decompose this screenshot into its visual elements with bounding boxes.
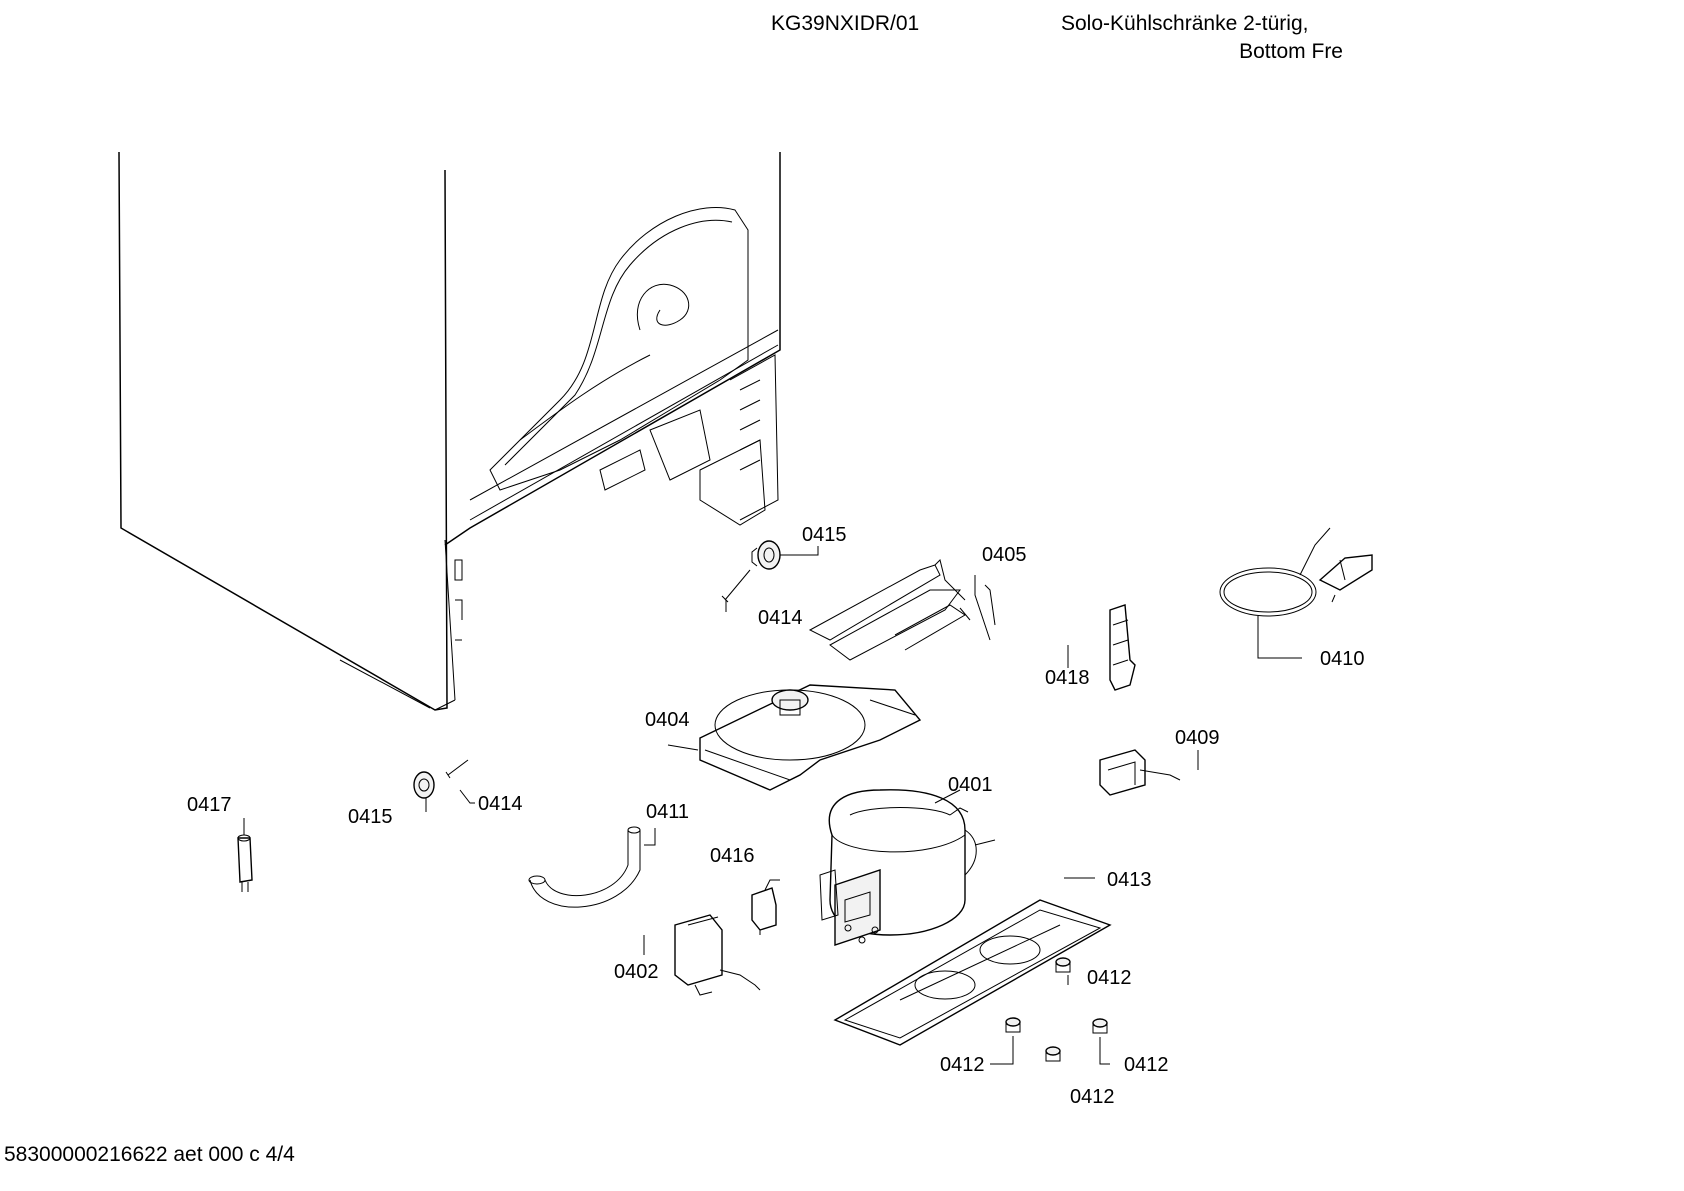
model-number: KG39NXIDR/01 <box>771 12 920 35</box>
appliance-subtitle: Bottom Fre <box>1239 40 1343 62</box>
grommet-upper <box>721 540 819 612</box>
callout-0409: 0409 <box>1175 727 1220 749</box>
callout-0412-b: 0412 <box>940 1054 985 1076</box>
control-module <box>643 914 761 996</box>
mounting-plate <box>833 877 1112 1046</box>
grommet-lower <box>413 759 475 812</box>
rubber-feet <box>990 957 1110 1065</box>
drain-hose <box>528 826 656 908</box>
callout-0412-d: 0412 <box>1070 1086 1115 1108</box>
compressor <box>819 789 996 946</box>
callout-0413: 0413 <box>1107 869 1152 891</box>
callout-0414-lower: 0414 <box>478 793 523 815</box>
appliance-title: Solo-Kühlschränke 2-türig, <box>1061 12 1309 35</box>
document-code: 58300000216622 aet 000 c 4/4 <box>4 1143 295 1166</box>
callout-0412-c: 0412 <box>1124 1054 1169 1076</box>
callout-0405: 0405 <box>982 544 1027 566</box>
terminal-strip <box>1067 604 1136 691</box>
starter-relay <box>1099 749 1199 796</box>
evaporation-tray <box>667 684 922 791</box>
callout-0414-upper: 0414 <box>758 607 803 629</box>
power-cord <box>1219 527 1373 659</box>
thermostat-pin <box>237 818 253 892</box>
callout-0415-lower: 0415 <box>348 806 393 828</box>
callout-0411: 0411 <box>646 801 689 823</box>
callout-0412-a: 0412 <box>1087 967 1132 989</box>
ptc-clip <box>751 879 780 935</box>
callout-0402: 0402 <box>614 961 659 983</box>
fridge-cabinet <box>118 151 781 711</box>
callout-0418: 0418 <box>1045 667 1090 689</box>
callout-0416: 0416 <box>710 845 755 867</box>
defrost-heater <box>808 559 996 661</box>
callout-0404: 0404 <box>645 709 690 731</box>
callout-0417: 0417 <box>187 794 232 816</box>
callout-0415-upper: 0415 <box>802 524 847 546</box>
callout-0410: 0410 <box>1320 648 1365 670</box>
callout-0401: 0401 <box>948 774 993 796</box>
